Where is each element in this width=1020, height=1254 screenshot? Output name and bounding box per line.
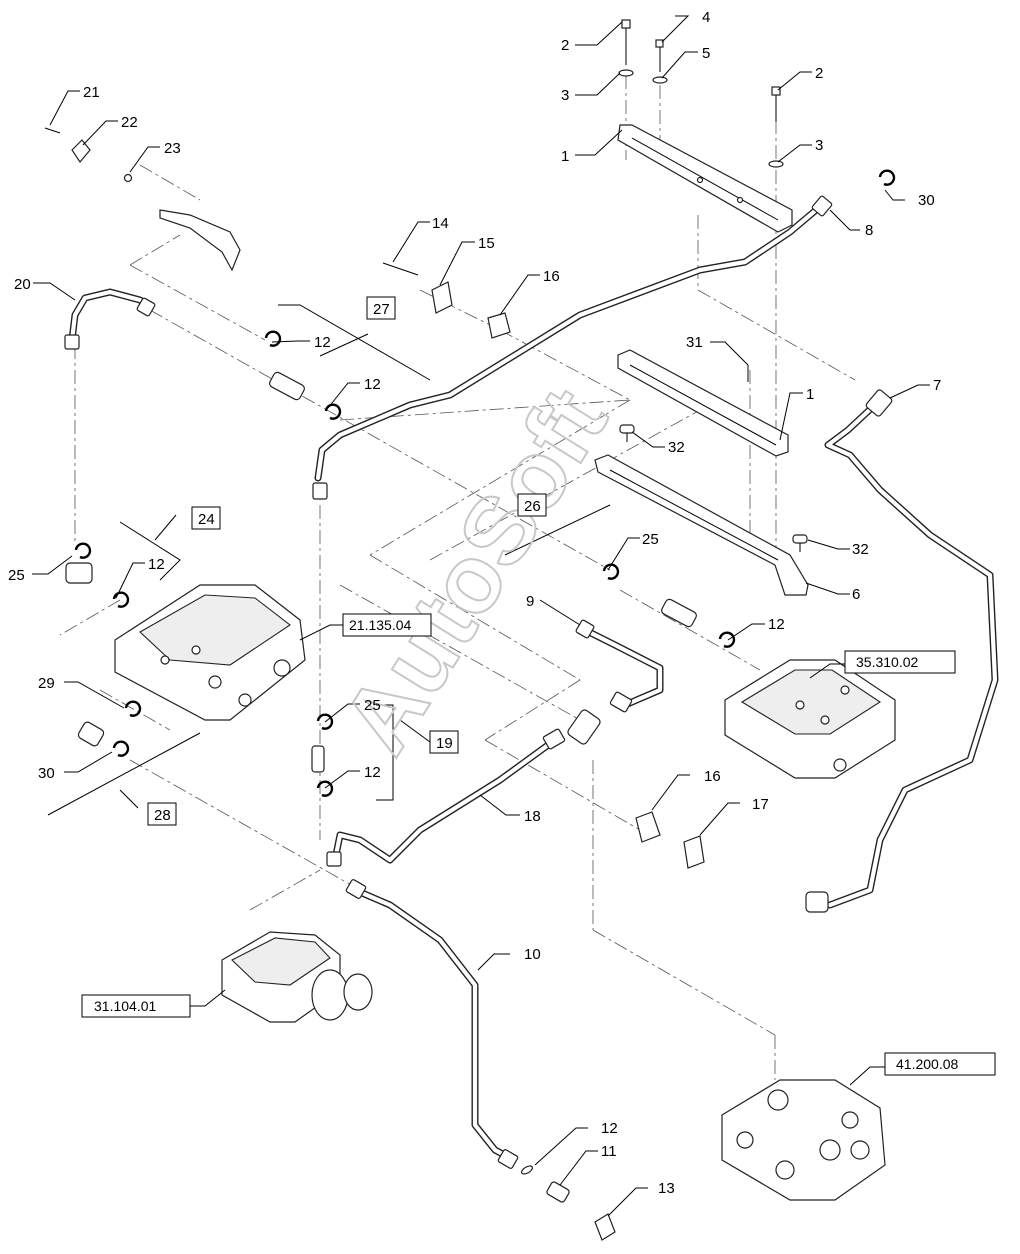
- callout-12: 12: [148, 556, 165, 573]
- callout-11: 11: [601, 1143, 617, 1160]
- callout-13: 13: [658, 1180, 675, 1197]
- callout-32: 32: [852, 541, 869, 558]
- reference-31-104-01: 31.104.01: [94, 998, 156, 1014]
- callout-18: 18: [524, 808, 541, 825]
- callout-10: 10: [524, 946, 541, 963]
- callout-12: 12: [601, 1120, 618, 1137]
- reference-35-310-02: 35.310.02: [856, 654, 918, 670]
- rail-lower: [617, 349, 789, 457]
- valve-block-31: [221, 931, 373, 1023]
- boxed-callout-24: 24: [198, 511, 215, 528]
- callout-30: 30: [38, 765, 55, 782]
- boxed-callout-27: 27: [373, 301, 390, 318]
- callout-8: 8: [865, 222, 873, 239]
- callout-3: 3: [815, 137, 823, 154]
- callout-12: 12: [364, 764, 381, 781]
- boxed-callout-26: 26: [524, 498, 541, 515]
- tubes: [68, 201, 999, 1162]
- boxed-callout-28: 28: [154, 807, 171, 824]
- callout-20: 20: [14, 276, 31, 293]
- callout-7: 7: [933, 377, 941, 394]
- callout-3: 3: [561, 87, 569, 104]
- callout-4: 4: [702, 9, 710, 26]
- callout-21: 21: [83, 84, 100, 101]
- callout-17: 17: [752, 796, 769, 813]
- valve-block-35: [724, 659, 896, 779]
- callout-25: 25: [364, 697, 381, 714]
- callout-31: 31: [686, 334, 703, 351]
- callout-30: 30: [918, 192, 935, 209]
- parts: [44, 19, 896, 1241]
- reference-41-200-08: 41.200.08: [896, 1056, 958, 1072]
- reference-21-135-04: 21.135.04: [349, 617, 411, 633]
- callout-22: 22: [121, 114, 138, 131]
- boxed-callout-19: 19: [436, 735, 453, 752]
- pump-41: [721, 1079, 886, 1201]
- callout-25: 25: [642, 531, 659, 548]
- callout-25: 25: [8, 567, 25, 584]
- group-brackets: [47, 304, 611, 816]
- callout-labels: 2 4 5 2 3 3 1 30 8 7 1 31 32 32 6 25 12 …: [8, 9, 941, 1197]
- callout-23: 23: [164, 140, 181, 157]
- callout-12: 12: [364, 376, 381, 393]
- rail-upper: [617, 124, 793, 233]
- callout-6: 6: [852, 586, 860, 603]
- callout-14: 14: [432, 215, 449, 232]
- callout-12: 12: [768, 616, 785, 633]
- bracket-6: [594, 454, 809, 596]
- leader-lines: [32, 15, 930, 1217]
- callout-1: 1: [561, 148, 569, 165]
- reference-boxes: 21.135.04 35.310.02 31.104.01 41.200.08: [81, 613, 996, 1076]
- boxed-callouts: 27 24 26 19 28: [147, 296, 547, 826]
- callout-16: 16: [704, 768, 721, 785]
- callout-32: 32: [668, 439, 685, 456]
- callout-9: 9: [526, 593, 534, 610]
- callout-15: 15: [478, 235, 495, 252]
- callout-2: 2: [815, 65, 823, 82]
- callout-5: 5: [702, 45, 710, 62]
- valve-block-21: [114, 584, 306, 721]
- callout-12: 12: [314, 334, 331, 351]
- callout-2: 2: [561, 37, 569, 54]
- callout-1: 1: [806, 386, 814, 403]
- callout-29: 29: [38, 675, 55, 692]
- callout-16: 16: [543, 268, 560, 285]
